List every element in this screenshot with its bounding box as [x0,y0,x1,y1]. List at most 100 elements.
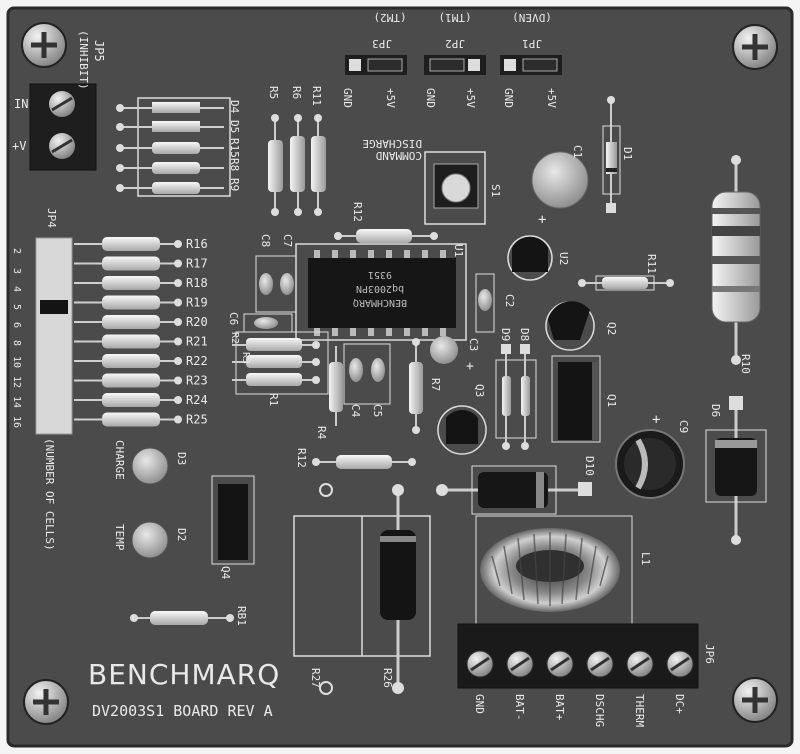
ref-r23: R23 [186,374,208,388]
jp2-ref: JP2 [445,37,465,50]
resistor-r19: R19 [74,295,208,310]
ref-r12: R12 [351,202,364,222]
ic-brand: BENCHMARQ [353,297,407,308]
ref-d9: D9 [499,328,512,341]
resistor-r25: R25 [74,412,208,427]
svg-text:6: 6 [11,322,22,328]
resistor-rb1 [130,611,234,625]
ref-r6: R6 [290,86,303,99]
ref-d2: D2 [175,528,188,541]
jp6-pin-therm: THERM [633,694,646,727]
ref-r1: R1 [267,393,280,406]
jp4-func: (NUMBER OF CELLS) [43,438,56,551]
resistor-r4 [329,346,343,426]
ref-d8: D8 [518,328,531,341]
ref-r8: R8 [228,158,241,171]
jp3-ref: JP3 [372,37,392,50]
svg-text:2: 2 [11,248,22,254]
ref-r12b: R12 [295,448,308,468]
jp6-ref: JP6 [703,644,716,664]
jp1-plus: +5V [545,88,558,108]
jp1-ref: JP1 [522,37,542,50]
resistor-r20: R20 [74,315,208,329]
screw-icon [23,679,69,725]
jp4-ref: JP4 [45,208,58,228]
jp1-func: (DVEN) [512,11,552,24]
ic-part: bq2003PN [356,283,404,294]
svg-text:5: 5 [11,304,22,310]
ref-d4: D4 [228,100,241,114]
jp4-cell-select-header[interactable] [35,237,73,435]
ref-r4: R4 [315,426,328,440]
jp1-gnd: GND [502,88,515,108]
ref-c3: C3 [467,338,480,351]
svg-text:3: 3 [11,268,22,274]
ref-r19: R19 [186,296,208,310]
resistor-r23: R23 [74,373,208,388]
transistor-q1 [551,355,601,443]
ref-u2: U2 [557,252,570,265]
ref-rb1: RB1 [235,606,248,626]
ref-d10: D10 [583,456,596,476]
svg-text:16: 16 [11,416,22,428]
capacitor-c2 [475,273,495,333]
jp3-func: (TM2) [373,11,406,24]
transistor-q3 [437,405,487,455]
jp6-pin-dc-: DC+ [673,694,686,714]
ref-c6: C6 [227,312,240,325]
jp6-pin-gnd: GND [473,694,486,714]
jp3-gnd: GND [341,88,354,108]
jumper-jp3[interactable] [345,55,407,75]
ref-c5: C5 [371,404,384,417]
jp5-ref: JP5 [92,40,106,62]
resistor-r7 [409,338,423,434]
ref-r24: R24 [186,393,208,407]
ref-r18: R18 [186,276,208,290]
ref-c1: C1 [571,145,584,158]
board-model: DV2003S1 BOARD REV A [92,702,273,720]
ref-r25: R25 [186,413,208,427]
led-d3-charge [131,447,169,485]
label-temp: TEMP [113,524,126,551]
ref-c2: C2 [503,294,516,307]
diode-d10 [436,465,592,515]
screw-icon [586,650,614,678]
screw-icon [21,22,67,68]
screw-icon [546,650,574,678]
label-charge: CHARGE [113,440,126,480]
ref-d1: D1 [621,147,634,160]
jp2-func: (TM1) [438,11,471,24]
ref-d3: D3 [175,452,188,465]
ref-d6: D6 [709,404,722,417]
jp2-gnd: GND [424,88,437,108]
jp5-pin-v: +V [12,139,26,153]
svg-text:12: 12 [11,376,22,388]
ref-r27: R27 [309,668,322,688]
discharge-command-switch[interactable] [424,151,486,225]
brand-name: BENCHMARQ [88,658,280,691]
jp3-plus: +5V [384,88,397,108]
ref-c9: C9 [677,420,690,433]
jp6-pin-dschg: DSCHG [593,694,606,727]
ref-r17: R17 [186,257,208,271]
transistor-q4 [211,475,255,565]
ref-r26: R26 [381,668,394,688]
jp4-cell-labels: 2 3 4 5 6 8 10 12 14 16 [11,248,22,428]
screw-icon [732,24,778,70]
ref-c4: C4 [349,404,362,418]
ref-r5: R5 [267,86,280,99]
screw-icon [666,650,694,678]
capacitor-c4-c5 [343,343,391,405]
jumper-jp1[interactable] [500,55,562,75]
resistor-r11 [578,275,674,291]
ref-r15: R15 [228,138,241,158]
jumper-jp2[interactable] [424,55,486,75]
c1-plus: + [538,212,546,228]
resistor-r16: R16 [74,237,208,251]
s1-label-1: DISCHARGE [362,137,422,150]
jp5-pin-in: IN [14,97,28,111]
top-left-component-group [116,97,231,197]
ref-l1: L1 [639,552,652,565]
screw-icon [466,650,494,678]
